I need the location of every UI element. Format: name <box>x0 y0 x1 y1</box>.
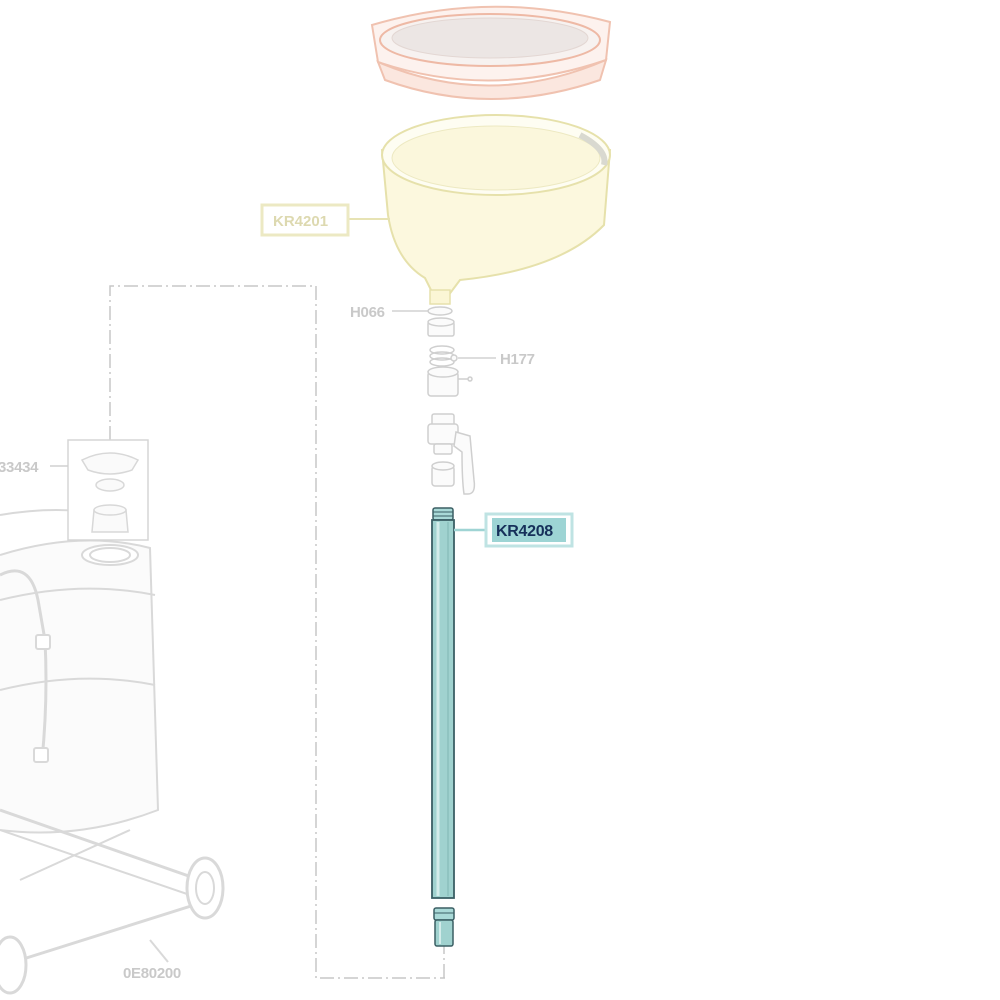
trolley-part-label: 0E80200 <box>123 965 181 982</box>
trolley-assembly <box>0 509 225 995</box>
funnel-part-label: KR4201 <box>273 213 328 230</box>
cap-detail-box <box>50 439 149 541</box>
washer-part-label: H066 <box>350 304 385 321</box>
assembly-guide-lines <box>109 285 445 979</box>
tube-part-label: KR4208 <box>496 523 553 540</box>
funnel-part <box>260 114 612 305</box>
tube-part <box>431 507 574 947</box>
fitting-stack <box>392 306 496 495</box>
fitting-part-label: H177 <box>500 351 535 368</box>
sieve-part <box>370 5 612 100</box>
cap-part-label: 33434 <box>0 459 39 476</box>
